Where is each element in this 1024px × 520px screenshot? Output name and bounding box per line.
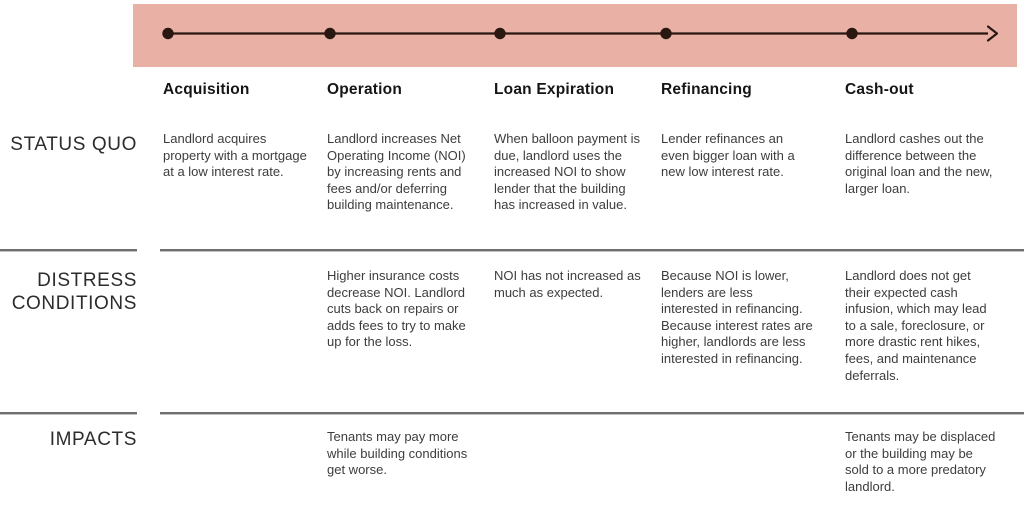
- row-label-impacts: IMPACTS: [49, 429, 137, 450]
- timeline-dot-acquisition: [162, 27, 174, 40]
- column-header-refinancing: Refinancing: [661, 81, 752, 98]
- cell-status-quo-operation: Landlord increases Net Operating Income …: [327, 131, 466, 213]
- divider-line: [160, 249, 1024, 252]
- divider-line: [160, 412, 1024, 415]
- column-header-loan-expiration: Loan Expiration: [494, 81, 615, 98]
- row-label-status-quo: STATUS QUO: [10, 134, 137, 155]
- cell-status-quo-refinancing: Lender refinances an even bigger loan wi…: [661, 131, 795, 180]
- timeline-dot-operation: [324, 27, 336, 40]
- divider-line: [0, 412, 137, 415]
- arrowhead-icon: [986, 25, 999, 42]
- cell-status-quo-acquisition: Landlord acquires property with a mortga…: [163, 131, 307, 180]
- timeline-dot-refinancing: [660, 27, 672, 40]
- cell-distress-refinancing: Because NOI is lower, lenders are less i…: [661, 268, 813, 366]
- timeline-banner: [133, 4, 1017, 67]
- column-header-acquisition: Acquisition: [163, 81, 250, 98]
- cell-impacts-cash-out: Tenants may be displaced or the building…: [845, 429, 996, 494]
- divider-line: [0, 249, 137, 252]
- cell-impacts-operation: Tenants may pay more while building cond…: [327, 429, 468, 478]
- cell-distress-operation: Higher insurance costs decrease NOI. Lan…: [327, 268, 466, 350]
- cell-status-quo-loan-expiration: When balloon payment is due, landlord us…: [494, 131, 640, 213]
- cell-distress-loan-expiration: NOI has not increased as much as expecte…: [494, 268, 641, 300]
- timeline-dot-loan-expiration: [494, 27, 506, 40]
- timeline-arrow-graphic: [162, 25, 999, 42]
- column-header-cash-out: Cash-out: [845, 81, 914, 98]
- cell-status-quo-cash-out: Landlord cashes out the difference betwe…: [845, 131, 993, 196]
- cell-distress-cash-out: Landlord does not get their expected cas…: [845, 268, 987, 383]
- row-label-distress-conditions: DISTRESS CONDITIONS: [11, 270, 137, 314]
- column-header-operation: Operation: [327, 81, 403, 98]
- timeline-dot-cash-out: [846, 27, 858, 40]
